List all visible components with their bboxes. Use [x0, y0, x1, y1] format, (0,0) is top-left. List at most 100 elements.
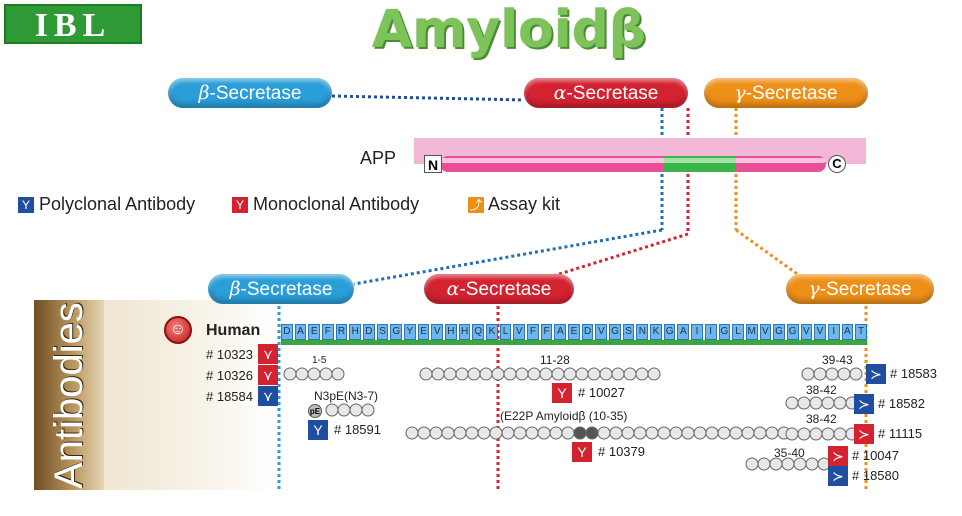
region-n3pe: N3pE(N3-7) [314, 389, 379, 403]
residue-bead [837, 367, 851, 381]
gamma-glyph: γ [808, 278, 820, 300]
residue: Y [404, 324, 416, 340]
residue-bead [361, 403, 375, 417]
antibody-icon: ⋎ [258, 344, 278, 364]
beta-glyph: β [198, 82, 210, 104]
residue-bead [809, 396, 823, 410]
antibody-icon: Y [552, 383, 572, 403]
gamma-label: -Secretase [819, 279, 912, 300]
residue-bead [833, 396, 847, 410]
residue: N [636, 324, 649, 340]
residue: I [691, 324, 703, 340]
residue: V [431, 324, 444, 340]
residue: G [663, 324, 676, 340]
residue: H [349, 324, 362, 340]
residue-bead [681, 426, 695, 440]
residue: S [622, 324, 635, 340]
residue-bead [539, 367, 553, 381]
region-38-42-b: 38-42 [806, 412, 837, 426]
residue: T [855, 324, 867, 340]
residue-bead [717, 426, 731, 440]
residue: F [540, 324, 553, 340]
antibody-icon: ≻ [854, 394, 874, 414]
catalog-11115: # 11115 [878, 426, 923, 441]
catalog-18580: # 18580 [852, 468, 899, 483]
region-11-28: 11-28 [540, 353, 570, 367]
residue-bead [813, 367, 827, 381]
residue-bead [805, 457, 819, 471]
legend-polyclonal-label: Polyclonal Antibody [39, 194, 196, 214]
person-icon: ☺ [164, 316, 192, 344]
alpha-label: -Secretase [566, 83, 659, 104]
residue-bead [561, 426, 575, 440]
residue: A [554, 324, 567, 340]
antibody-icon: ⋎ [258, 365, 278, 385]
residue-bead [647, 367, 661, 381]
side-banner [34, 300, 104, 490]
residue: A [294, 324, 307, 340]
n-terminal: N [424, 155, 442, 173]
residue-bead [551, 367, 565, 381]
catalog-18583: # 18583 [890, 366, 937, 381]
residue: H [445, 324, 457, 340]
catalog-10047: # 10047 [852, 448, 899, 463]
residue-bead [599, 367, 613, 381]
page-title: Amyloidβ [372, 0, 647, 60]
beta-label: -Secretase [240, 279, 333, 300]
region-38-42-a: 38-42 [806, 383, 837, 397]
residue-bead [503, 367, 517, 381]
residue-bead [669, 426, 683, 440]
residue-bead [821, 396, 835, 410]
antibody-icon: Y [572, 442, 592, 462]
residue-bead [537, 426, 551, 440]
residue: E [568, 324, 580, 340]
antibody-icon: Y [18, 197, 34, 214]
residue-bead [319, 367, 333, 381]
residue-bead [575, 367, 589, 381]
residue: G [786, 324, 799, 340]
residue-bead [825, 367, 839, 381]
residue-bead [785, 427, 799, 441]
residue-bead [441, 426, 455, 440]
residue-bead [757, 457, 771, 471]
alpha-glyph: α [553, 82, 567, 104]
residue: D [363, 324, 375, 340]
residue-bead [797, 427, 811, 441]
ibl-logo: IBL [4, 4, 142, 44]
residue-bead [623, 367, 637, 381]
residue: L [499, 324, 512, 340]
residue: G [718, 324, 731, 340]
residue-bead [785, 396, 799, 410]
antibody-icon: ⋎ [258, 386, 278, 406]
side-label-text: Antibodies [46, 301, 91, 489]
region-e22p: (E22P Amyloidβ (10-35) [500, 409, 628, 423]
catalog-left-3: # 18584 [206, 389, 253, 404]
legend-assay-kit-label: Assay kit [488, 194, 561, 214]
residue: G [609, 324, 621, 340]
residue-bead [283, 367, 297, 381]
antibody-icon: ≻ [828, 466, 848, 486]
residue-bead [501, 426, 515, 440]
residue: K [486, 324, 498, 340]
residue: A [677, 324, 690, 340]
app-bar-highlight [440, 158, 826, 163]
residue-bead [527, 367, 541, 381]
residue-bead [455, 367, 469, 381]
residue-bead [693, 426, 707, 440]
pe-bead: pE [308, 404, 322, 418]
gamma-glyph: γ [734, 82, 746, 104]
legend-assay-kit: ⤴ Assay kit [468, 193, 560, 215]
beta-secretase-bottom: β-Secretase [208, 274, 354, 304]
residue-bead [705, 426, 719, 440]
catalog-left-2: # 10326 [206, 368, 253, 383]
diag-beta [353, 228, 663, 286]
catalog-10379: # 10379 [598, 444, 645, 459]
residue: H [458, 324, 471, 340]
residue-bead [307, 367, 321, 381]
legend-monoclonal-label: Monoclonal Antibody [253, 194, 420, 214]
catalog-left-1: # 10323 [206, 347, 253, 362]
residue-bead [525, 426, 539, 440]
residue: F [322, 324, 334, 340]
residue: Q [472, 324, 485, 340]
residue-bead [765, 426, 779, 440]
